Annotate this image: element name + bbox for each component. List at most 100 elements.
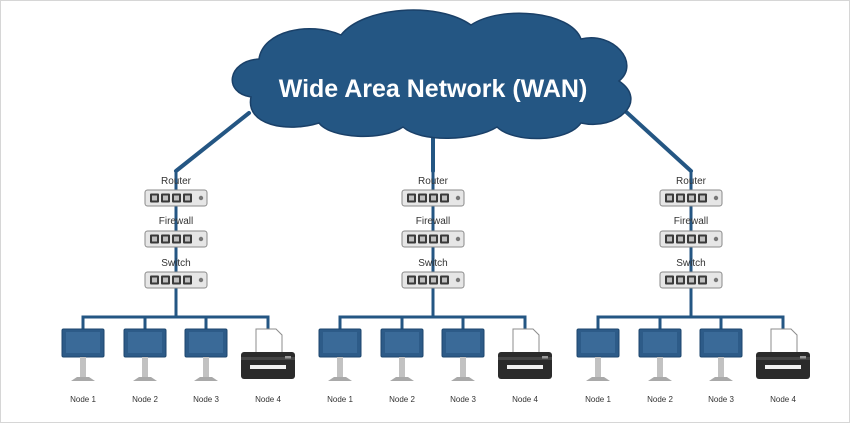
port-socket [667, 277, 672, 283]
printer-output-slot [250, 365, 286, 369]
port-socket [420, 277, 425, 283]
monitor-base [328, 377, 352, 381]
status-led-icon [198, 277, 204, 283]
cloud-shape [231, 9, 632, 140]
switch-label: Switch [161, 258, 190, 269]
branch-1-node-4: Node 4 [241, 328, 295, 404]
port-socket [409, 195, 414, 201]
branch-1-node-2: Node 2 [123, 328, 167, 404]
port-socket [420, 195, 425, 201]
branch-2-router: Router [401, 176, 465, 207]
monitor-icon [318, 328, 362, 381]
monitor-base [133, 377, 157, 381]
port-socket [174, 236, 179, 242]
monitor-glass [385, 332, 419, 353]
port-socket [442, 195, 447, 201]
node-label: Node 2 [389, 395, 415, 404]
branch-2-node-4: Node 4 [498, 328, 552, 404]
monitor-neck [142, 357, 148, 378]
branch-3-firewall: Firewall [659, 216, 723, 248]
status-led-icon [713, 277, 719, 283]
wan-link-3 [621, 107, 693, 173]
monitor-glass [189, 332, 223, 353]
branch-1-node-3: Node 3 [184, 328, 228, 404]
monitor-base [71, 377, 95, 381]
monitor-base [451, 377, 475, 381]
firewall-label: Firewall [159, 216, 193, 227]
monitor-neck [337, 357, 343, 378]
wan-title: Wide Area Network (WAN) [279, 75, 588, 103]
branch-1-router: Router [144, 176, 208, 207]
port-socket [689, 195, 694, 201]
monitor-glass [643, 332, 677, 353]
node-label: Node 3 [708, 395, 734, 404]
port-socket [700, 277, 705, 283]
printer-panel [800, 356, 806, 359]
node-label: Node 2 [132, 395, 158, 404]
router-label: Router [161, 176, 192, 187]
printer-icon [756, 328, 810, 379]
port-socket [185, 195, 190, 201]
node-label: Node 3 [193, 395, 219, 404]
wan-link-1 [174, 111, 251, 173]
port-socket [163, 236, 168, 242]
port-socket [185, 236, 190, 242]
links-layer [81, 107, 785, 330]
branch-1-node-1: Node 1 [61, 328, 105, 404]
status-led-icon [713, 236, 719, 242]
status-led-icon [455, 277, 461, 283]
switch-label: Switch [676, 258, 705, 269]
monitor-glass [128, 332, 162, 353]
monitor-neck [399, 357, 405, 378]
port-socket [174, 277, 179, 283]
monitor-icon [638, 328, 682, 381]
port-socket [163, 277, 168, 283]
node-label: Node 4 [512, 395, 538, 404]
port-socket [678, 195, 683, 201]
port-socket [431, 195, 436, 201]
monitor-base [390, 377, 414, 381]
node-label: Node 3 [450, 395, 476, 404]
port-socket [409, 277, 414, 283]
status-led-icon [198, 236, 204, 242]
printer-icon [498, 328, 552, 379]
nodes-layer: Node 1 Node 2 Node 3 Node 4 Node 1 Node 2 Node… [61, 328, 810, 404]
monitor-icon [441, 328, 485, 381]
branch-3-switch: Switch [659, 258, 723, 289]
port-socket [420, 236, 425, 242]
monitor-icon [699, 328, 743, 381]
branch-2-node-2: Node 2 [380, 328, 424, 404]
port-socket [667, 195, 672, 201]
port-socket [152, 277, 157, 283]
branch-3-node-2: Node 2 [638, 328, 682, 404]
port-socket [174, 195, 179, 201]
monitor-base [709, 377, 733, 381]
port-socket [152, 236, 157, 242]
node-label: Node 1 [327, 395, 353, 404]
port-socket [442, 236, 447, 242]
port-socket [689, 277, 694, 283]
status-led-icon [455, 236, 461, 242]
printer-seam [498, 357, 552, 360]
monitor-neck [595, 357, 601, 378]
printer-output-slot [765, 365, 801, 369]
monitor-neck [460, 357, 466, 378]
branch-1-firewall: Firewall [144, 216, 208, 248]
monitor-neck [80, 357, 86, 378]
monitor-icon [380, 328, 424, 381]
branch-1-switch: Switch [144, 258, 208, 289]
branch-2-node-3: Node 3 [441, 328, 485, 404]
monitor-neck [657, 357, 663, 378]
monitor-glass [581, 332, 615, 353]
switch-label: Switch [418, 258, 447, 269]
branch-3-node-1: Node 1 [576, 328, 620, 404]
port-socket [667, 236, 672, 242]
monitor-base [586, 377, 610, 381]
port-socket [700, 236, 705, 242]
wan-cloud: Wide Area Network (WAN) [231, 9, 632, 140]
status-led-icon [198, 195, 204, 201]
monitor-base [194, 377, 218, 381]
node-label: Node 1 [585, 395, 611, 404]
